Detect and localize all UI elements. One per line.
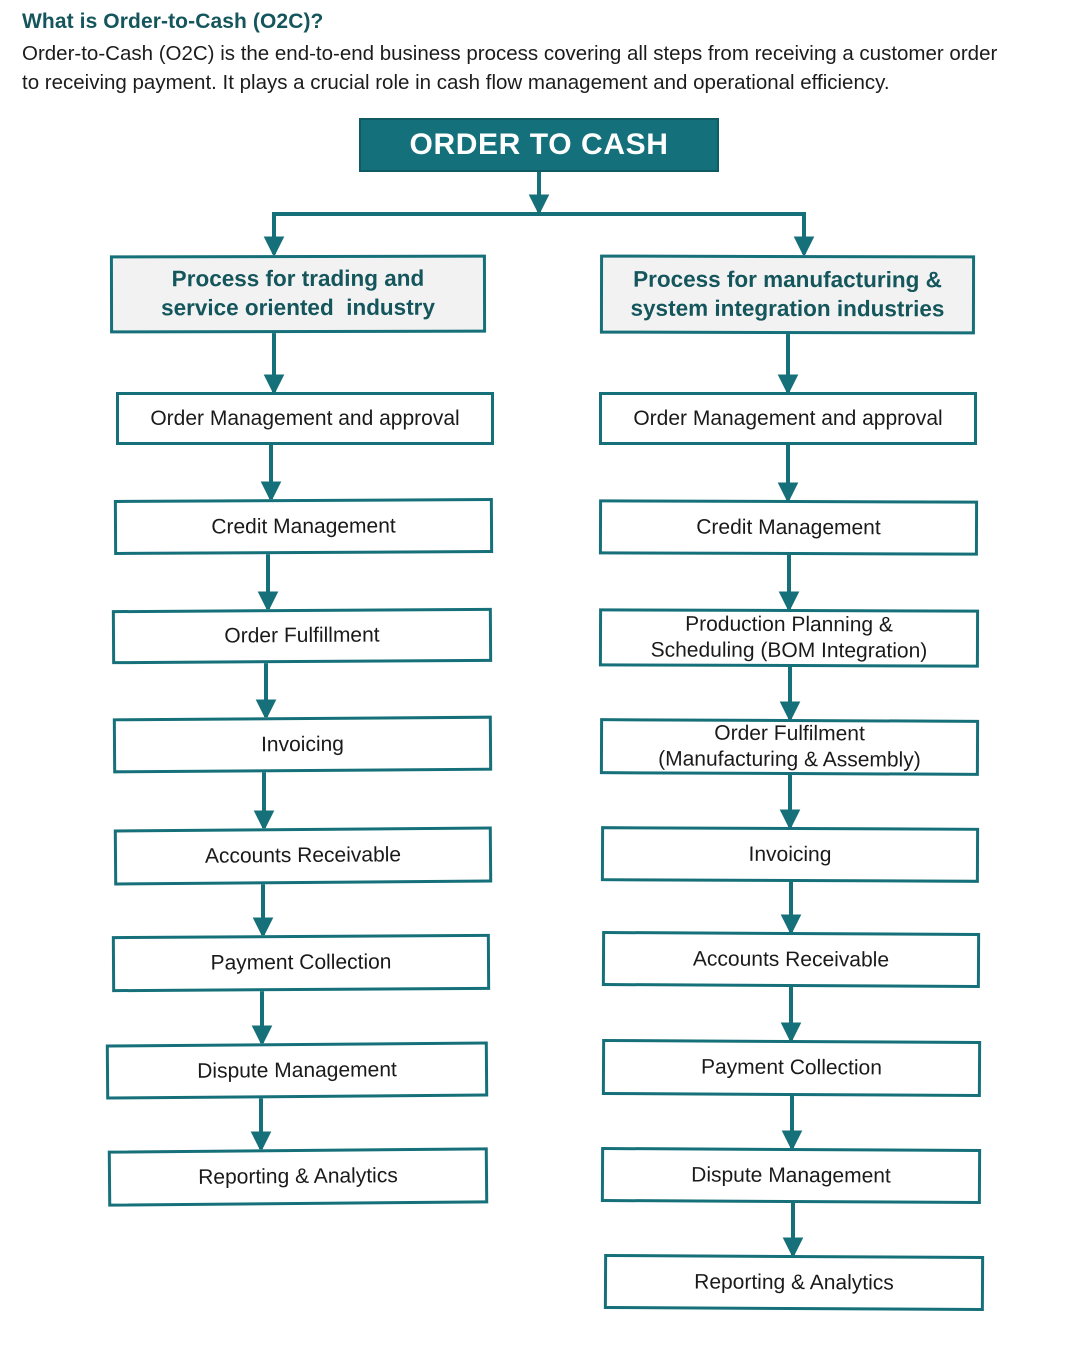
right-step-1-label: Order Management and approval [633,406,943,430]
left-step-7[interactable]: Dispute Management [105,1041,489,1100]
right-step-6[interactable]: Accounts Receivable [601,931,981,988]
right-step-2-label: Credit Management [696,515,881,540]
right-step-3-label: Production Planning & Scheduling (BOM In… [650,613,928,663]
right-step-6-label: Accounts Receivable [692,947,890,972]
column-header-right-label: Process for manufacturing & system integ… [630,266,945,321]
right-step-9[interactable]: Reporting & Analytics [603,1254,985,1311]
right-step-1[interactable]: Order Management and approval [599,392,977,445]
left-step-6[interactable]: Payment Collection [111,933,491,993]
right-step-4[interactable]: Order Fulfilment (Manufacturing & Assemb… [599,718,980,776]
left-step-1[interactable]: Order Management and approval [116,392,494,445]
right-step-5[interactable]: Invoicing [600,826,980,883]
right-step-8[interactable]: Dispute Management [600,1147,982,1204]
right-step-3[interactable]: Production Planning & Scheduling (BOM In… [598,608,980,668]
left-step-3[interactable]: Order Fulfillment [111,607,493,665]
right-step-4-label: Order Fulfilment (Manufacturing & Assemb… [658,722,921,772]
left-step-5-label: Accounts Receivable [204,843,402,868]
left-step-8-label: Reporting & Analytics [198,1164,398,1190]
left-step-2-label: Credit Management [211,514,396,539]
left-step-5[interactable]: Accounts Receivable [113,826,493,886]
right-step-7-label: Payment Collection [700,1055,883,1080]
right-step-5-label: Invoicing [748,842,832,866]
left-step-7-label: Dispute Management [197,1057,397,1083]
left-step-3-label: Order Fulfillment [224,623,380,648]
left-step-6-label: Payment Collection [210,950,392,975]
column-header-left[interactable]: Process for trading and service oriented… [109,254,487,334]
root-node-label: ORDER TO CASH [409,127,669,161]
intro-paragraph: Order-to-Cash (O2C) is the end-to-end bu… [22,42,998,94]
right-step-8-label: Dispute Management [691,1163,891,1188]
column-header-right[interactable]: Process for manufacturing & system integ… [599,254,976,335]
intro-block: What is Order-to-Cash (O2C)? Order-to-Ca… [22,8,1022,97]
root-node-order-to-cash[interactable]: ORDER TO CASH [359,118,719,172]
left-step-4-label: Invoicing [260,732,345,756]
left-step-4[interactable]: Invoicing [112,715,493,774]
left-step-2[interactable]: Credit Management [113,498,494,555]
right-step-2[interactable]: Credit Management [598,499,979,556]
column-header-left-label: Process for trading and service oriented… [161,265,435,321]
left-step-1-label: Order Management and approval [150,406,460,430]
right-step-7[interactable]: Payment Collection [601,1039,982,1097]
left-step-8[interactable]: Reporting & Analytics [107,1147,489,1207]
right-step-9-label: Reporting & Analytics [694,1270,894,1295]
page-title: What is Order-to-Cash (O2C)? [22,10,324,33]
